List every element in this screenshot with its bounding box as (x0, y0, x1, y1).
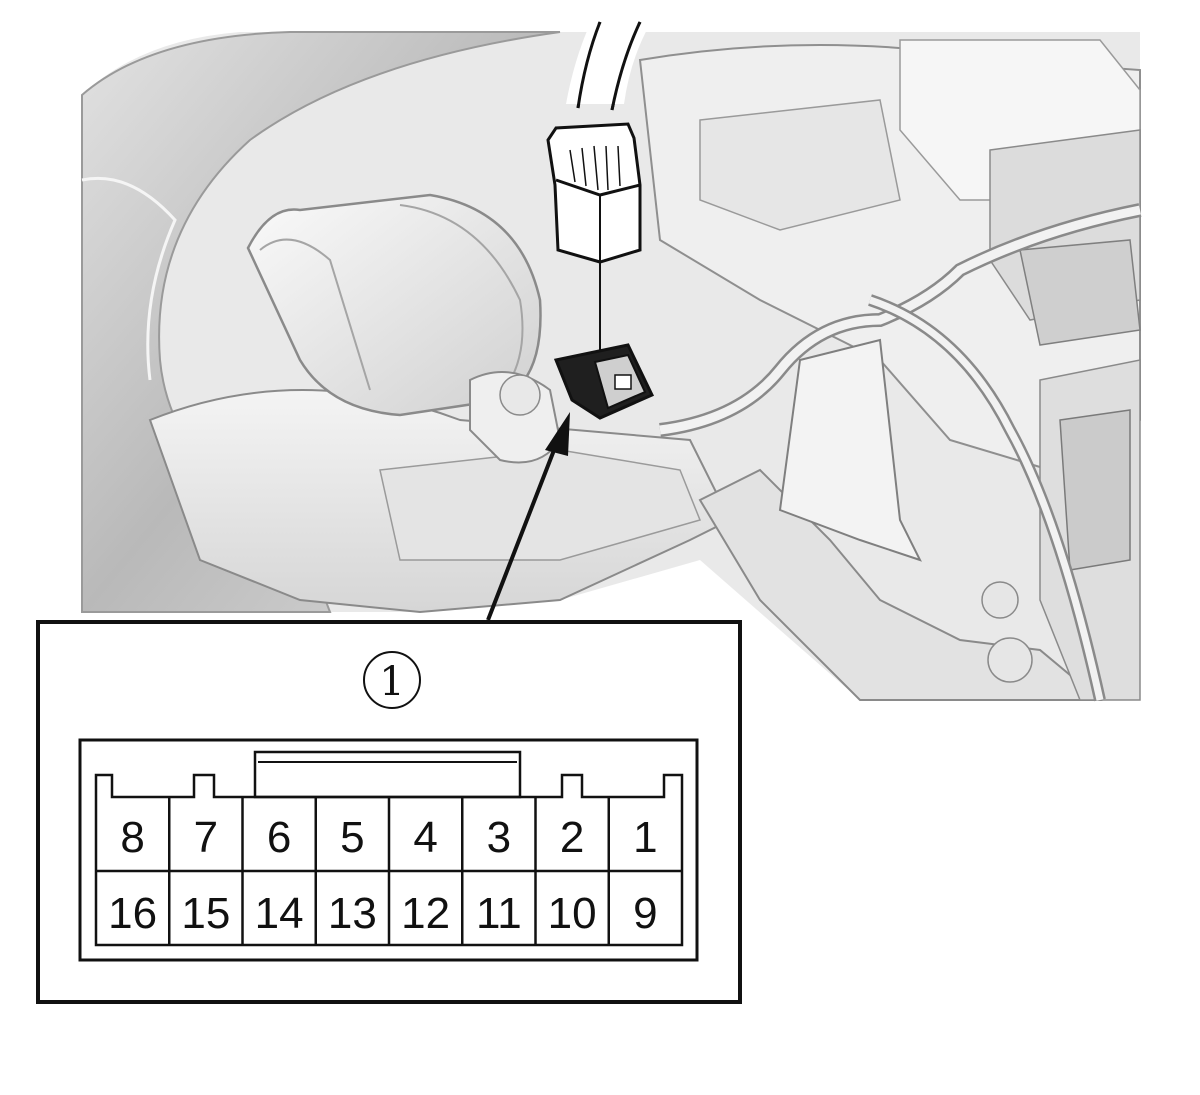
pin-11-label: 11 (476, 889, 522, 938)
pin-2-label: 2 (560, 813, 584, 862)
callout-number: 1 (379, 659, 404, 705)
steering-assembly-illustration (81, 21, 1142, 702)
pin-5-label: 5 (340, 813, 364, 862)
pin-12-label: 12 (401, 889, 450, 938)
callout-arrowhead (545, 412, 570, 456)
pin-8-label: 8 (120, 813, 144, 862)
pin-7-label: 7 (194, 813, 218, 862)
pin-6-label: 6 (267, 813, 291, 862)
pin-15-label: 15 (181, 889, 230, 938)
mounting-bracket (778, 338, 922, 562)
paddle-shifter (246, 193, 542, 417)
pin-1-label: 1 (633, 813, 657, 862)
connector-key (253, 750, 522, 799)
pin-16-label: 16 (108, 889, 157, 938)
pin-13-label: 13 (328, 889, 377, 938)
pin-14-label: 14 (255, 889, 304, 938)
pin-3-label: 3 (487, 813, 511, 862)
pin-4-label: 4 (413, 813, 437, 862)
callout-arrow (486, 444, 558, 621)
pin-10-label: 10 (548, 889, 597, 938)
pin-9-label: 9 (633, 889, 657, 938)
callout-number-circle (363, 651, 421, 709)
